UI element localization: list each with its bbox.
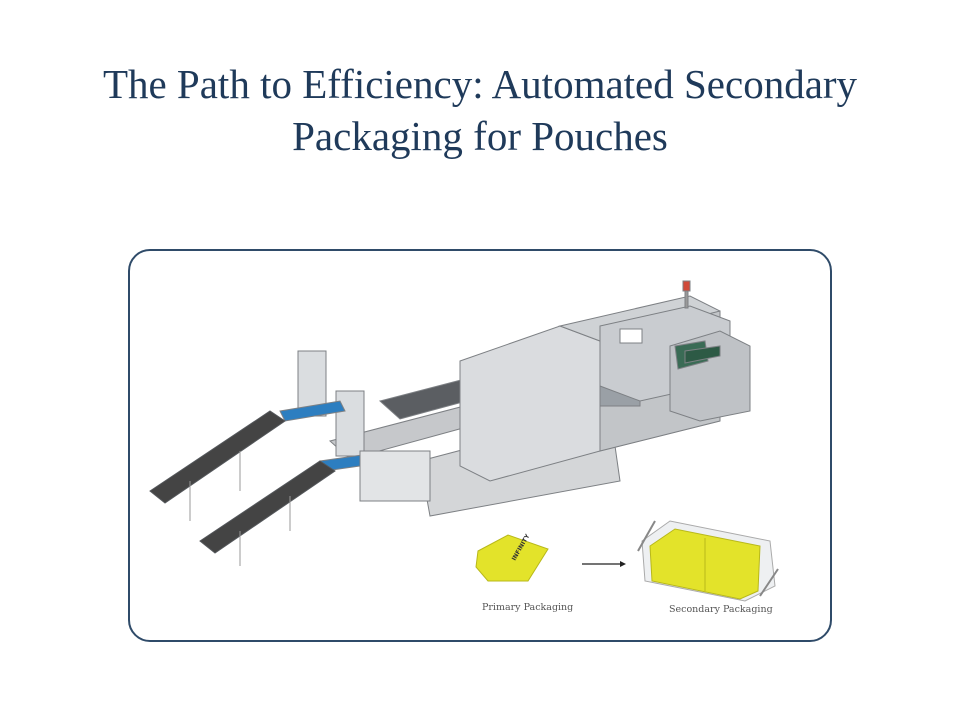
primary-pouch: INFINITY <box>475 533 549 582</box>
secondary-packaging-label: Secondary Packaging <box>669 604 773 615</box>
title-line-1: The Path to Efficiency: Automated Second… <box>102 61 858 107</box>
arrow-icon <box>582 561 626 567</box>
primary-packaging-label: Primary Packaging <box>482 602 574 613</box>
machine-illustration-frame: INFINITY Primary Packaging Secondary Pac… <box>128 249 832 642</box>
slide-title: The Path to Efficiency: Automated Second… <box>0 58 960 162</box>
wrapper-unit <box>599 280 751 422</box>
secondary-pack <box>637 520 779 602</box>
incline-conveyors <box>149 410 336 566</box>
title-line-2: Packaging for Pouches <box>292 113 668 159</box>
packaging-line-illustration: INFINITY <box>149 280 779 602</box>
checkweighers <box>279 350 431 502</box>
